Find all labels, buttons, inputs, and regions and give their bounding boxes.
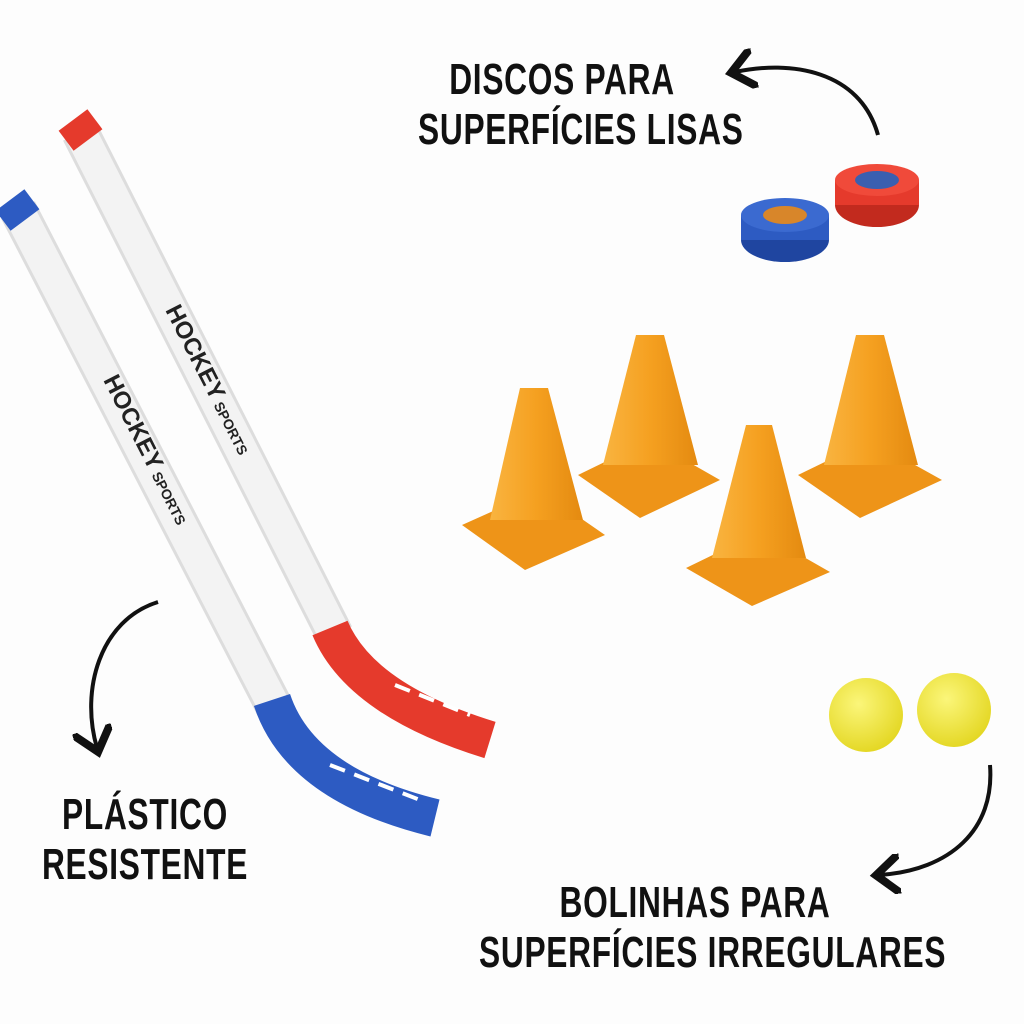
cone — [798, 335, 942, 518]
ball — [917, 673, 991, 747]
cone — [462, 388, 605, 570]
plastic-label-line1: PLÁSTICO — [62, 790, 228, 839]
ball — [829, 678, 903, 752]
balls-label-line2: SUPERFÍCIES IRREGULARES — [479, 928, 947, 977]
arrow-icon — [735, 68, 880, 136]
red-hockey-stick: HOCKEY SPORTS — [58, 109, 496, 759]
arrow-icon — [880, 764, 993, 875]
arrow-icon — [91, 600, 159, 748]
cone — [686, 425, 830, 606]
stick-logo-text: HOCKEY SPORTS — [98, 370, 197, 529]
balls-label: BOLINHAS PARA SUPERFÍCIES IRREGULARES — [479, 878, 947, 978]
red-puck — [835, 164, 919, 227]
stick-logo-text: HOCKEY SPORTS — [160, 300, 259, 459]
cone — [578, 335, 720, 518]
plastic-label: PLÁSTICO RESISTENTE — [37, 790, 253, 890]
discs-label-line2: SUPERFÍCIES LISAS — [418, 105, 744, 154]
discs-label-line1: DISCOS PARA — [449, 55, 675, 104]
blue-puck — [741, 198, 829, 262]
plastic-label-line2: RESISTENTE — [41, 840, 249, 889]
balls-label-line1: BOLINHAS PARA — [559, 878, 831, 927]
blue-hockey-stick: HOCKEY SPORTS — [0, 189, 440, 837]
discs-label: DISCOS PARA SUPERFÍCIES LISAS — [418, 55, 744, 155]
